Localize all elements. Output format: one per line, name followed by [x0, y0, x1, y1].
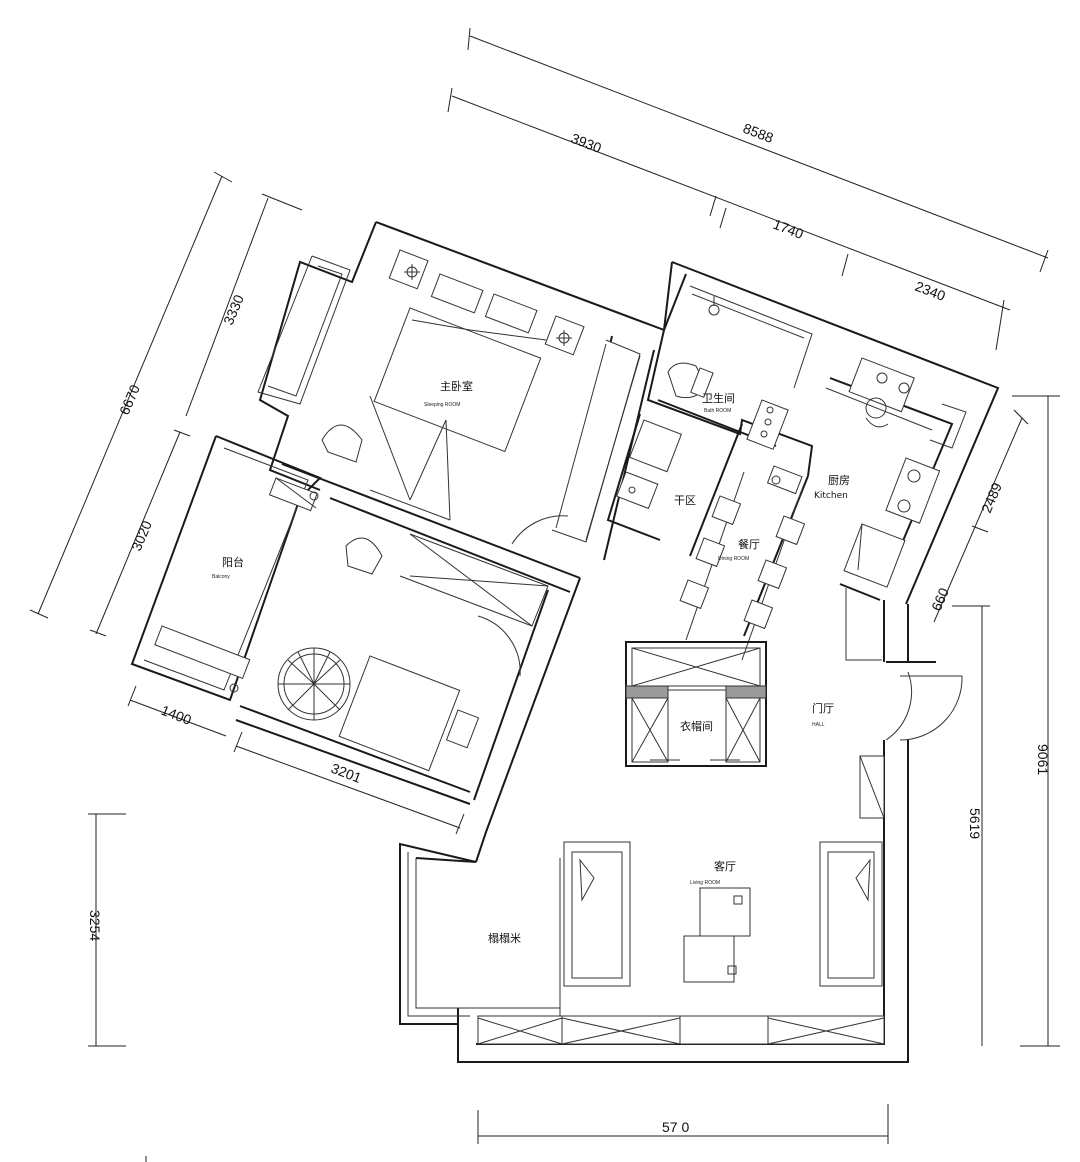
label-balcony: 阳台: [222, 555, 244, 569]
sub-bathroom: Bath ROOM: [704, 408, 731, 414]
dim-bottom: 57 0: [662, 1119, 689, 1135]
sub-hall: HALL: [812, 722, 825, 728]
sub-master-bedroom: Sleeping ROOM: [424, 402, 460, 408]
dim-right-total: 9061: [1035, 744, 1051, 775]
label-living: 客厅: [714, 859, 736, 873]
dim-left-upper: 3330: [220, 292, 247, 327]
bedroom2-furniture: [154, 477, 549, 772]
sub-dining: Dining ROOM: [718, 556, 749, 562]
label-kitchen: 厨房: [828, 474, 850, 487]
dim-balcony-bottom: 1400: [159, 702, 194, 728]
dim-top-right: 2340: [913, 278, 948, 304]
label-hall: 门厅: [812, 701, 834, 715]
room-labels: 主卧室 Sleeping ROOM 卫生间 Bath ROOM 厨房 Kitch…: [212, 379, 850, 945]
label-dry-zone: 干区: [674, 494, 696, 507]
master-bedroom-furniture: [321, 249, 641, 545]
dim-right-upper: 2489: [978, 480, 1005, 515]
sub-kitchen: Kitchen: [814, 491, 848, 501]
label-tatami: 榻榻米: [488, 931, 521, 945]
dim-left-total: 6670: [116, 382, 143, 417]
label-wardrobe: 衣帽间: [680, 719, 713, 733]
label-master-bedroom: 主卧室: [440, 379, 473, 393]
label-dining: 餐厅: [738, 537, 760, 551]
dimension-lines: [29, 27, 1060, 1144]
sub-living: Living ROOM: [690, 880, 720, 886]
sub-balcony: Balcony: [212, 574, 230, 580]
dim-left-bottom: 3254: [87, 910, 103, 941]
wardrobe-room: [625, 641, 767, 767]
upper-wing-walls: [130, 221, 1000, 863]
wet-area-fixtures: [616, 296, 967, 588]
dim-left-lower: 3020: [128, 518, 155, 553]
dining-furniture: [679, 471, 806, 661]
living-furniture: [563, 841, 883, 987]
lower-block-walls: [399, 588, 963, 1063]
dim-top-left: 3930: [569, 130, 604, 156]
label-bathroom: 卫生间: [702, 391, 735, 405]
dim-right-mid: 5619: [967, 808, 983, 839]
dim-top-mid: 1740: [771, 216, 806, 242]
